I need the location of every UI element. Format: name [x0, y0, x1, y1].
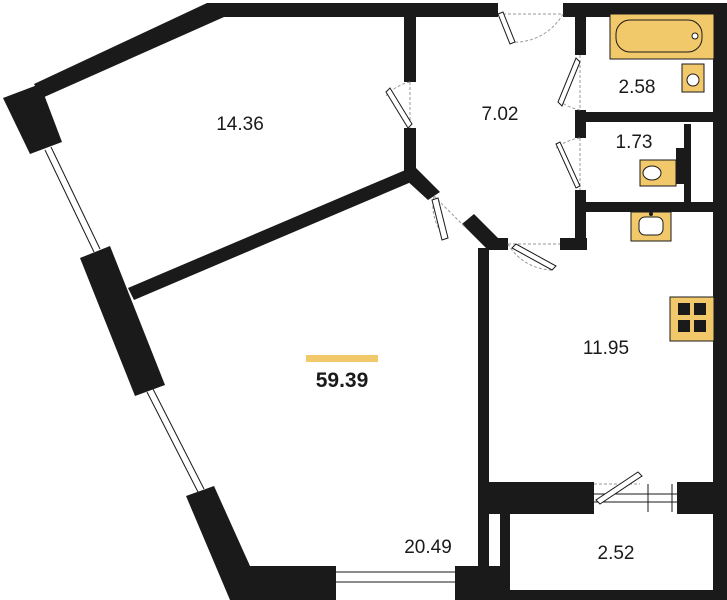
total-area-accent	[306, 355, 378, 362]
balcony-door[interactable]	[594, 471, 677, 512]
area-balcony: 2.52	[598, 543, 635, 564]
bathtub-icon	[609, 13, 715, 60]
interior-walls	[128, 10, 720, 600]
kitchen-door[interactable]	[507, 243, 560, 271]
area-living: 20.49	[404, 537, 452, 558]
toilet-icon	[639, 159, 677, 187]
bottom-window	[336, 571, 455, 583]
area-hallway: 7.02	[482, 104, 519, 125]
kitchen-sink-icon	[630, 211, 672, 242]
area-bedroom: 14.36	[216, 114, 264, 135]
toilet-door[interactable]	[555, 137, 581, 190]
left-windows	[44, 146, 205, 493]
area-kitchen: 11.95	[583, 338, 629, 359]
bathroom-door[interactable]	[557, 55, 581, 111]
living-door[interactable]	[431, 195, 467, 241]
fixtures	[609, 13, 715, 342]
area-bathroom: 2.58	[619, 77, 656, 98]
entrance-door[interactable]	[497, 11, 564, 45]
total-area: 59.39	[316, 369, 369, 392]
area-toilet: 1.73	[616, 132, 653, 153]
sink-icon	[681, 63, 705, 93]
bedroom-door[interactable]	[385, 81, 413, 129]
doors	[385, 11, 677, 512]
stove-icon	[669, 296, 715, 342]
room-labels: 14.36 7.02 2.58 1.73 11.95 20.49 2.52 59…	[216, 77, 655, 564]
